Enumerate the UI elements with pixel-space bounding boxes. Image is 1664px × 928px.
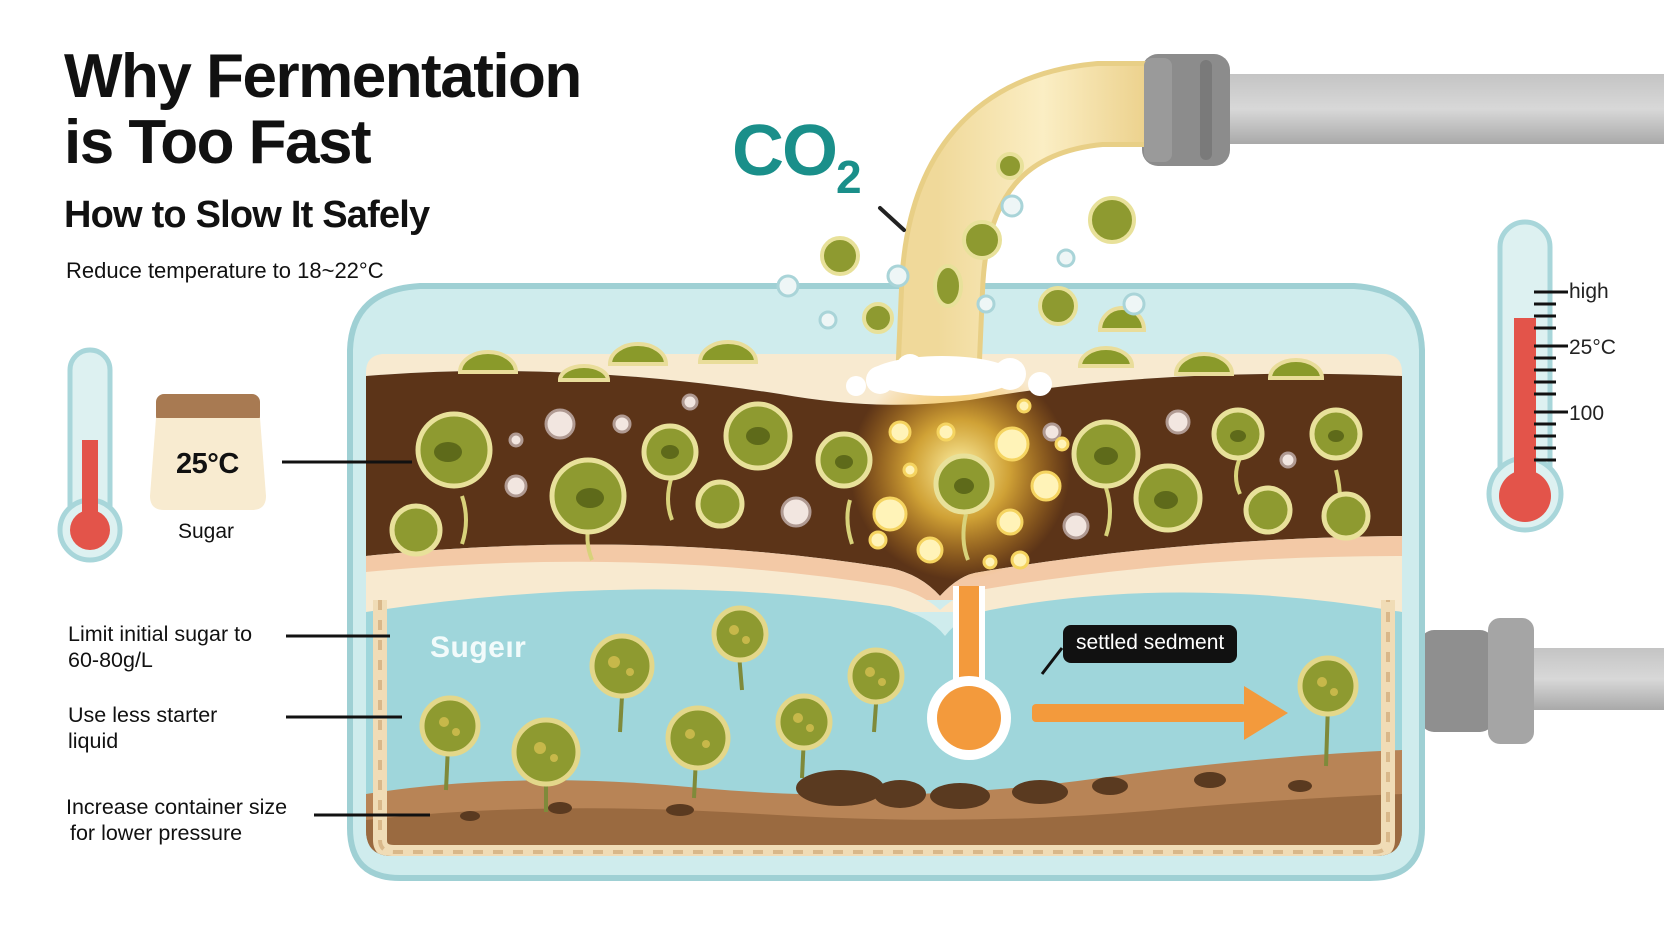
page-subtitle: How to Slow It Safely (64, 194, 430, 236)
note-limit-sugar: Limit initial sugar to 60-80g/L (68, 621, 328, 673)
mash-yeast (389, 401, 1371, 561)
co2-main: CO (732, 111, 838, 191)
liquid-yeast (419, 605, 1359, 812)
page-title: Why Fermentation is Too Fast (64, 42, 582, 177)
drip-indicator (927, 586, 1011, 760)
bottom-pipe (1420, 618, 1664, 744)
note-less-starter: Use less starter liquid (68, 702, 328, 754)
note-container-size-line-1: Increase container size (66, 795, 288, 819)
top-pipe (1142, 54, 1664, 166)
sugar-jar (150, 394, 266, 510)
note-container-size: Increase container size for lower pressu… (66, 794, 328, 846)
sediment-tag: settled sedment (1063, 625, 1238, 663)
foam-yeast (457, 306, 1325, 382)
right-thermometer (1486, 219, 1568, 533)
thermometer-label-low: 100 (1569, 402, 1605, 425)
note-less-starter-line-1: Use less starter (68, 703, 218, 727)
mash-bubbles (504, 393, 1297, 540)
co2-subscript: 2 (836, 151, 862, 203)
note-limit-sugar-line-2: 60-80g/L (68, 648, 153, 672)
thermometer-label-high: high (1569, 280, 1609, 303)
left-thermometer (57, 347, 123, 563)
note-container-size-line-2: for lower pressure (70, 821, 243, 845)
tip-temperature: Reduce temperature to 18~22°C (66, 258, 384, 283)
note-less-starter-line-2: liquid (68, 729, 119, 753)
callout-lines (282, 460, 1064, 817)
thermometer-label-mid: 25°C (1569, 336, 1616, 359)
escaping-bubbles (776, 194, 1146, 334)
note-limit-sugar-line-1: Limit initial sugar to (68, 622, 253, 646)
glow-bubbles (868, 398, 1070, 570)
title-line-1: Why Fermentation (64, 42, 582, 111)
liquid-label: Sugeır (430, 631, 527, 664)
co2-tube (846, 58, 1172, 396)
flow-arrow (1032, 686, 1288, 740)
jar-temperature: 25°C (176, 448, 239, 480)
title-line-2: is Too Fast (64, 108, 372, 177)
co2-label: CO2 (732, 110, 862, 204)
jar-label: Sugar (178, 520, 235, 543)
